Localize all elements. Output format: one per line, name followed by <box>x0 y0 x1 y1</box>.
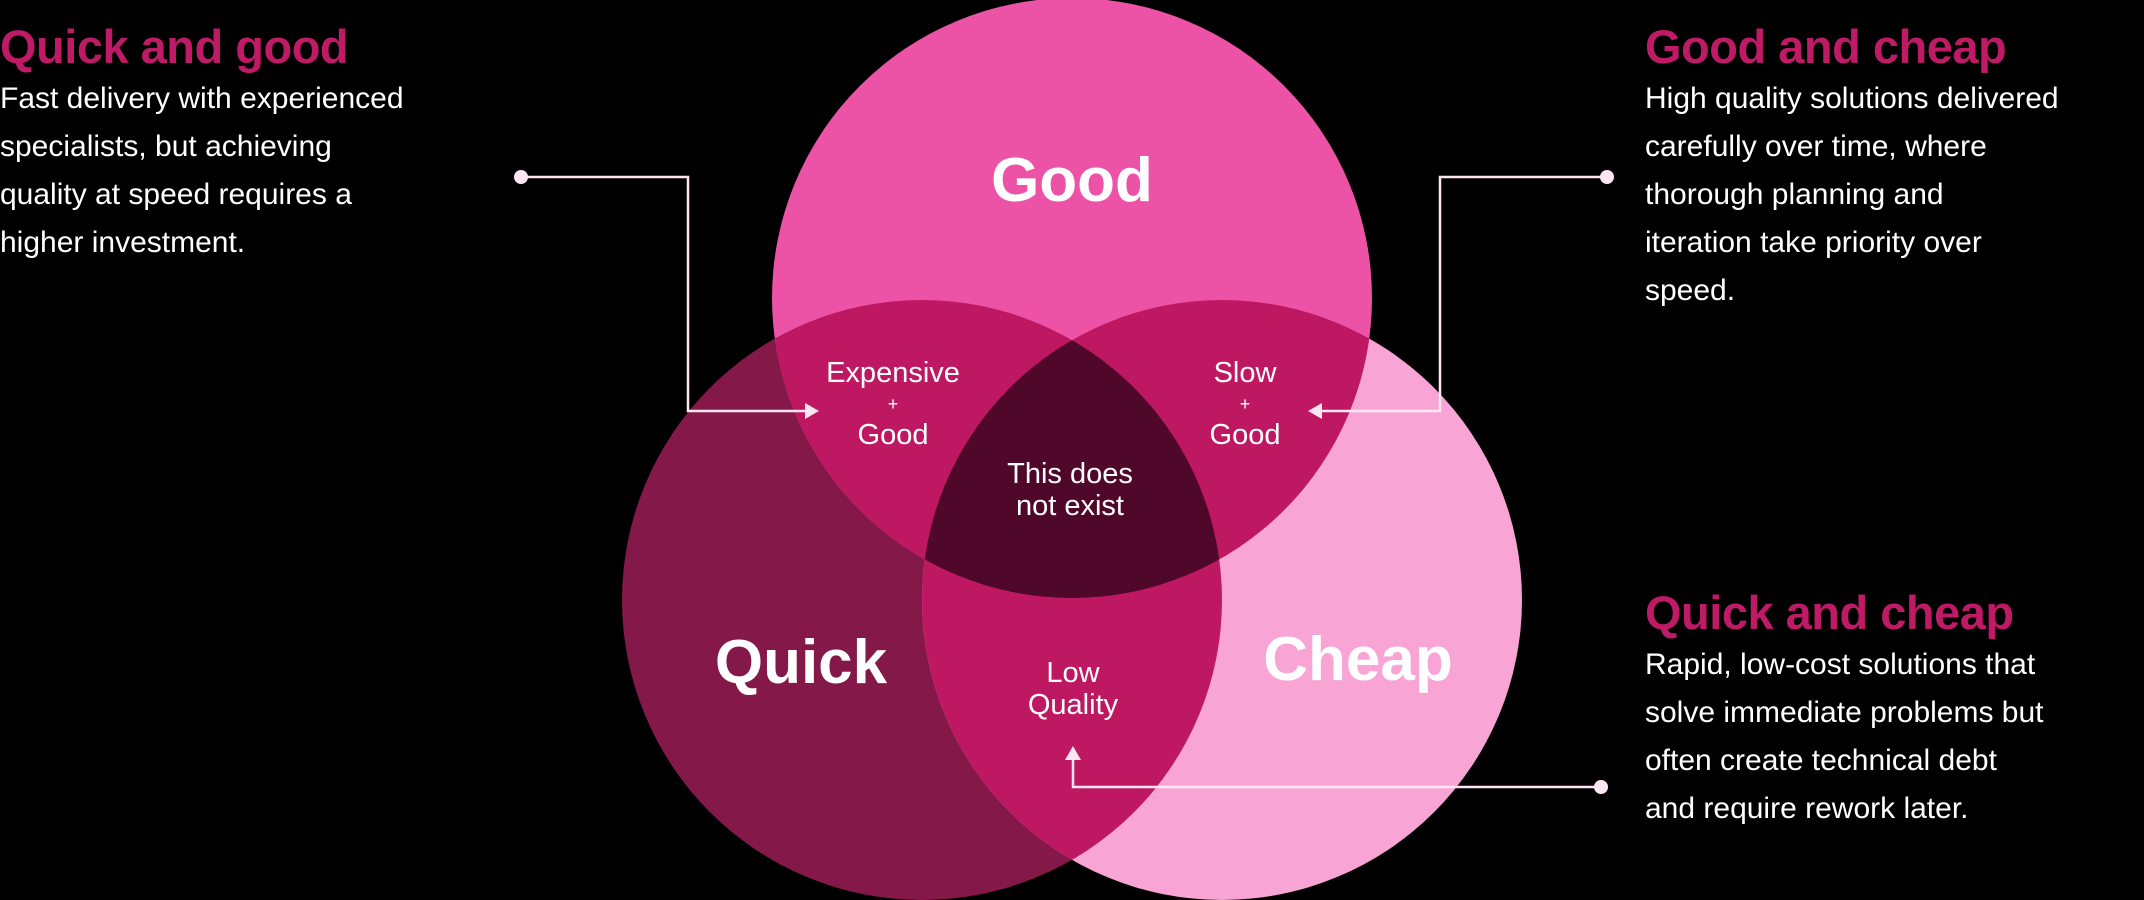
callout-text-line: Rapid, low-cost solutions that <box>1645 648 2036 681</box>
connector-quick-and-cheap <box>1065 746 1608 794</box>
callout-text-line: specialists, but achieving <box>0 130 332 163</box>
label-plus: + <box>1239 394 1251 414</box>
label-good-small: Good <box>1209 419 1281 451</box>
label-not-exist: not exist <box>1015 490 1124 522</box>
callout-text-line: thorough planning and <box>1645 178 1944 211</box>
callout-text-line: higher investment. <box>0 226 246 259</box>
callout-text-line: Fast delivery with experienced <box>0 82 404 115</box>
label-plus: + <box>887 394 899 414</box>
arrow-left-icon <box>1308 403 1322 419</box>
label-quality: Quality <box>1027 689 1119 721</box>
callout-text-line: iteration take priority over <box>1645 226 1982 259</box>
callout-text-line: and require rework later. <box>1645 792 1969 825</box>
callout-heading: Good and cheap <box>1645 20 2007 73</box>
label-expensive-good: Expensive + Good <box>826 357 960 451</box>
callout-text-line: often create technical debt <box>1645 744 1997 777</box>
label-low: Low <box>1046 657 1100 689</box>
label-slow-good: Slow + Good <box>1210 357 1281 451</box>
label-expensive: Expensive <box>826 357 960 389</box>
callout-text-line: quality at speed requires a <box>0 178 352 211</box>
callout-text-line: carefully over time, where <box>1645 130 1987 163</box>
callout-quick-and-good: Quick and good Fast delivery with experi… <box>0 19 404 267</box>
label-good-small: Good <box>857 419 929 451</box>
callout-text-line: solve immediate problems but <box>1645 696 2044 729</box>
connector-quick-and-good <box>514 170 819 419</box>
label-does-not-exist: This does not exist <box>1007 458 1133 522</box>
callout-text-line: speed. <box>1645 274 1736 307</box>
callout-heading: Quick and cheap <box>1645 586 2014 639</box>
arrow-up-icon <box>1065 746 1081 760</box>
callout-quick-and-cheap: Quick and cheap Rapid, low-cost solution… <box>1645 585 2044 833</box>
label-cheap: Cheap <box>1263 625 1453 694</box>
callout-heading: Quick and good <box>0 20 349 73</box>
label-slow: Slow <box>1213 357 1277 389</box>
label-quick: Quick <box>714 628 888 697</box>
label-low-quality: Low Quality <box>1028 657 1118 721</box>
callout-text-line: High quality solutions delivered <box>1645 82 2059 115</box>
label-this-does: This does <box>1007 458 1133 490</box>
overlap-all-three <box>922 300 1222 598</box>
label-good: Good <box>991 146 1153 215</box>
connector-good-and-cheap <box>1308 170 1614 419</box>
callout-good-and-cheap: Good and cheap High quality solutions de… <box>1645 19 2059 315</box>
arrow-right-icon <box>805 403 819 419</box>
